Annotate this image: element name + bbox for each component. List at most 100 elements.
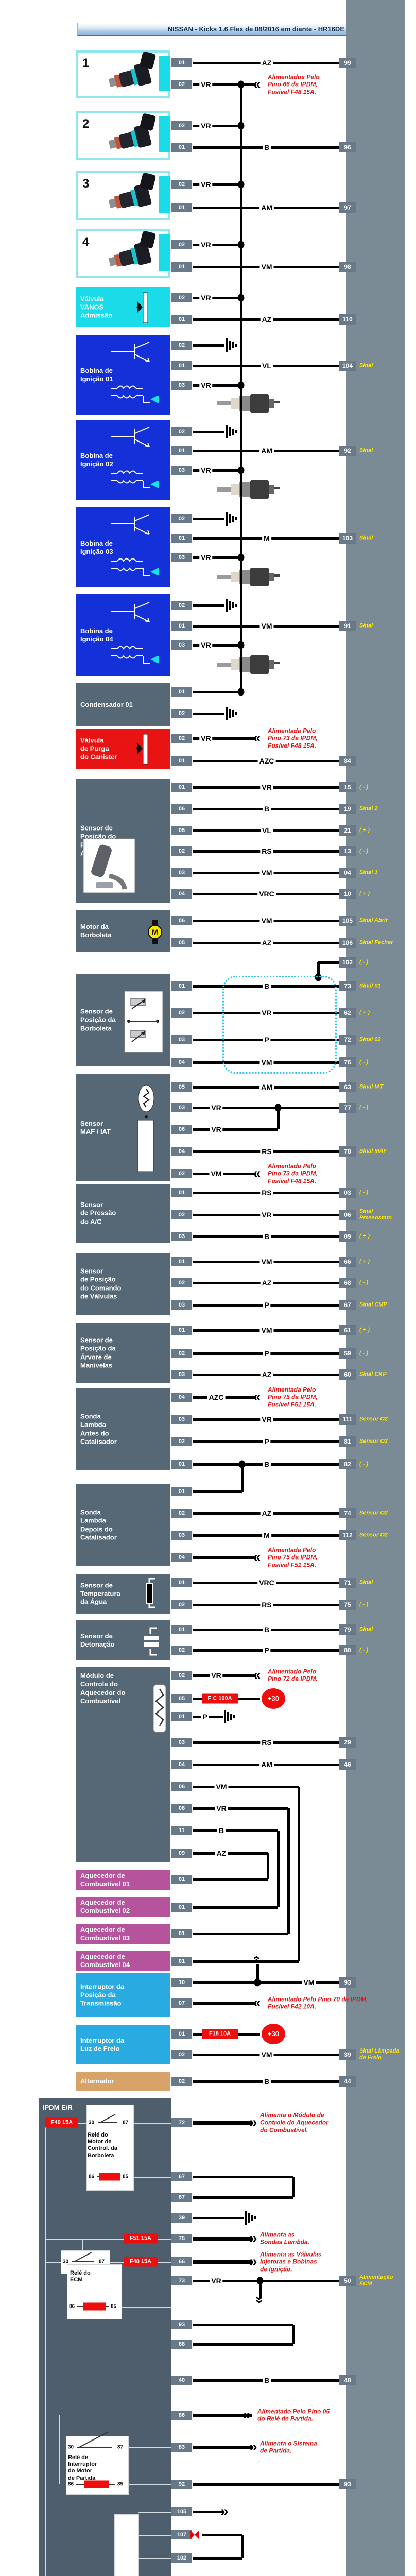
wire-horizontal [193,2446,252,2449]
ipdm-internal-line [133,2177,171,2178]
wire-color-label: VM [209,1170,223,1178]
relay-label: Relé de Interruptor do Motor de Partida [68,2454,97,2481]
wire-horizontal [193,297,241,299]
pin-motor-borboleta-06: 06 [171,916,192,925]
pin-interruptor-posicao-transmissao-10: 10 [171,1978,192,1987]
relay-label: Relé do ECM [70,2270,91,2283]
wire-color-label: P [263,1646,271,1654]
pin-ipdm-er-105: 105 [171,2507,192,2516]
pin-bobina-ignicao-03-03: 03 [171,553,192,562]
pin-injector-4-01: 01 [171,262,192,272]
red-note: Alimentados Pelo Pino 66 da IPDM, Fusíve… [268,73,320,96]
pin-sensor-posicao-borboleta-03: 03 [171,1035,192,1044]
wire-horizontal [193,384,241,387]
ecu-pin-note: Sinal [359,535,373,541]
wire-horizontal [193,431,224,433]
pin-ipdm-er-88: 88 [171,2340,192,2349]
component-label: Bobina de Ignição 01 [80,366,113,383]
ecu-pin-10: 10 [339,889,356,899]
ecu-pin-note: Sinal 01 [359,982,381,989]
coil-art-icon [102,424,169,496]
ipdm-internal-line [82,2239,83,2262]
chevron-right-icon: » [249,2253,257,2269]
relay-terminal-85: 85 [123,2174,129,2180]
wire-horizontal [193,713,224,715]
wire-color-label: AM [259,447,274,455]
ecu-pin-note: ( - ) [359,1104,369,1111]
chevron-down-icon: » [252,2296,268,2304]
pin-sensor-ckp-03: 03 [171,1370,192,1379]
component-label: Sensor de Pressão do A/C [80,1200,116,1226]
component-label: Válvula de Purga do Canister [80,736,117,761]
wire-color-label: P [263,1036,271,1044]
ecu-pin-92: 92 [339,446,356,456]
wire-horizontal [193,737,256,740]
ipdm-internal-line [45,2239,124,2240]
ecu-pin-06: 06 [339,1210,356,1220]
wire-color-label: VR [199,80,213,89]
junction-dot [274,1104,282,1112]
coil-art-icon [102,512,169,584]
ecu-pin-note: ( - ) [359,1350,369,1357]
wire-color-label: AZ [260,1509,273,1517]
ecu-pin-note: ( - ) [359,1601,369,1608]
wire-horizontal [193,644,241,647]
ecu-pin-39: 39 [339,2049,356,2060]
ecu-pin-104: 104 [339,361,356,371]
ecu-pin-93: 93 [339,2479,356,2489]
ecu-pin-note: ( + ) [359,1327,370,1333]
wire-horizontal [193,1490,242,1493]
relay-contact-line [98,2122,117,2123]
wire-horizontal [193,1981,340,1984]
pin-sonda-lambda-antes-01: 01 [171,1460,192,1469]
pin-modulo-aquecedor-combustivel-09: 09 [171,1849,192,1858]
wire-color-label: RS [260,1147,273,1156]
red-note: Alimenta as Sondas Lambda. [260,2231,310,2246]
component-label: Bobina de Ignição 02 [80,451,113,468]
pin-sonda-lambda-antes-03: 03 [171,1415,192,1424]
wire-color-label: B [262,982,271,990]
pin-sensor-posicao-borboleta-01: 01 [171,981,192,991]
inj-art-icon [106,52,167,94]
spark-plug-icon [216,392,282,415]
pin-bobina-ignicao-04-02: 02 [171,601,192,610]
wire-color-label: VR [199,294,213,302]
component-label: 4 [82,235,90,249]
pin-interruptor-luz-freio-01: 01 [171,2029,192,2039]
wire-horizontal [193,1933,288,1935]
valve-icon [136,733,154,765]
ipdm-internal-line [128,2484,171,2485]
pin-sensor-maf-iat-04: 04 [171,1147,192,1156]
relay-label: Relé do Motor de Control. da Borboleta [88,2132,118,2159]
pin-sensor-temperatura-agua-01: 01 [171,1578,192,1587]
pin-ipdm-er-73: 73 [171,2276,192,2285]
component-label: Aquecedor de Combustível 03 [80,1925,130,1942]
wire-color-label: AZ [260,1370,273,1379]
pin-sensor-maf-iat-02: 02 [171,1169,192,1178]
pin-aquecedor-combustivel-04-01: 01 [171,1957,192,1966]
wire-color-label: M [262,1531,271,1539]
chevron-up-icon: « [250,1955,265,1963]
thermo-icon [140,1578,163,1609]
wire-vertical [287,1808,290,1934]
wire-horizontal [193,2237,252,2241]
pin-ipdm-er-87: 87 [171,2193,192,2202]
fuse-F4815A: F48 15A [124,2257,158,2267]
ecu-pin-note: Sinal [359,1626,373,1633]
relay-terminal-86: 86 [68,2481,74,2487]
wire-horizontal [193,2324,293,2326]
wire-color-label: VRC [257,890,276,898]
diode-icon [190,2531,199,2539]
ecu-pin-note: Sensor O2 [359,1532,388,1538]
relay-coil [84,2480,109,2488]
injector-connector-strip [159,234,170,271]
ecu-pin-note: Sinal [359,447,373,454]
component-label: Aquecedor de Combustível 02 [80,1898,130,1914]
ecu-pin-72: 72 [339,1035,356,1045]
ecu-pin-93: 93 [339,1977,356,1988]
ecu-pin-note: Sinal [359,362,373,369]
pin-sensor-cmp-03: 03 [171,1300,192,1310]
ecu-pin-106: 106 [339,938,356,948]
component-label: Aquecedor de Combustível 01 [80,1871,130,1888]
wire-vertical [241,2535,244,2558]
